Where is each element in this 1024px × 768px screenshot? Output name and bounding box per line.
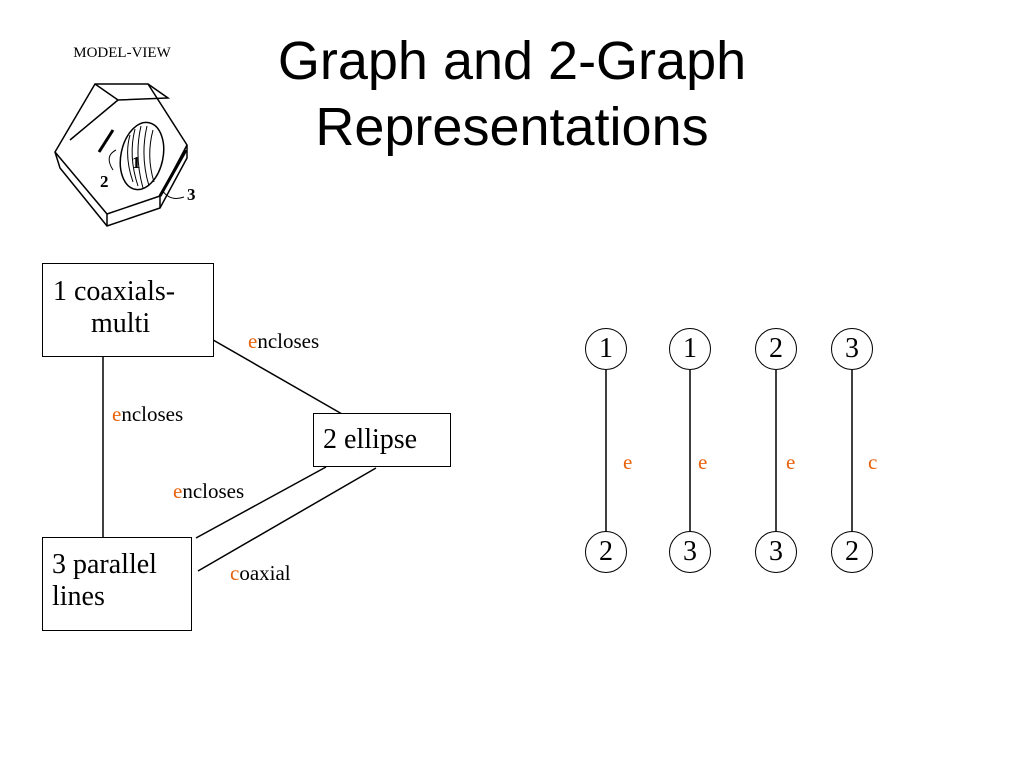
pair-4-top-node: 3 xyxy=(831,328,873,370)
node-1-line-2: multi xyxy=(91,308,151,339)
pair-4-label: c xyxy=(868,450,878,474)
edge-label-n3-n2-encloses-initial: e xyxy=(173,479,183,503)
pair-1-top-node: 1 xyxy=(585,328,627,370)
title-line-1: Graph and 2-Graph xyxy=(277,31,747,91)
edge-label-n1-n3-rest: ncloses xyxy=(121,402,184,426)
hex-nut-icon xyxy=(54,83,188,227)
node-3-line-2: lines xyxy=(52,581,105,612)
model-view-label: MODEL-VIEW xyxy=(73,45,171,61)
graph-node-2: 2 ellipse xyxy=(313,413,451,467)
pair-3-top-node: 2 xyxy=(755,328,797,370)
edge-line-n3-n2-encloses xyxy=(195,466,327,539)
node-3-line-1: 3 parallel xyxy=(52,549,157,580)
slide-title: Graph and 2-Graph Representations xyxy=(200,28,824,160)
graph-node-3: 3 parallel lines xyxy=(42,537,192,631)
pair-2-top-node: 1 xyxy=(669,328,711,370)
node-1-line-1: 1 coaxials- xyxy=(53,276,176,307)
edge-label-n3-n2-coaxial: coaxial xyxy=(230,561,291,586)
node-2-line-1: 2 ellipse xyxy=(323,424,418,455)
pair-3-bottom-node: 3 xyxy=(755,531,797,573)
model-view-figure: MODEL-VIEW 1 2 3 xyxy=(54,45,196,227)
pair-2-label: e xyxy=(698,450,708,474)
edge-label-n3-n2-coaxial-initial: c xyxy=(230,561,240,585)
edge-label-n1-n3: encloses xyxy=(112,402,183,427)
edge-label-n1-n2-initial: e xyxy=(248,329,258,353)
pair-1-bottom-node: 2 xyxy=(585,531,627,573)
edge-line-n3-n2-coaxial xyxy=(197,467,377,572)
edge-label-n1-n2: encloses xyxy=(248,329,319,354)
pair-4-bottom-node: 2 xyxy=(831,531,873,573)
edge-label-n1-n2-rest: ncloses xyxy=(257,329,320,353)
callout-1: 1 xyxy=(132,153,141,172)
callout-2: 2 xyxy=(100,172,109,191)
title-line-2: Representations xyxy=(315,97,709,157)
pair-2-bottom-node: 3 xyxy=(669,531,711,573)
pair-3-label: e xyxy=(786,450,796,474)
edge-label-n3-n2-encloses-rest: ncloses xyxy=(182,479,245,503)
edge-label-n1-n3-initial: e xyxy=(112,402,122,426)
callout-3: 3 xyxy=(187,185,196,204)
edge-label-n3-n2-encloses: encloses xyxy=(173,479,244,504)
pair-1-label: e xyxy=(623,450,633,474)
edge-label-n3-n2-coaxial-rest: oaxial xyxy=(239,561,291,585)
graph-node-1: 1 coaxials- multi xyxy=(42,263,214,357)
